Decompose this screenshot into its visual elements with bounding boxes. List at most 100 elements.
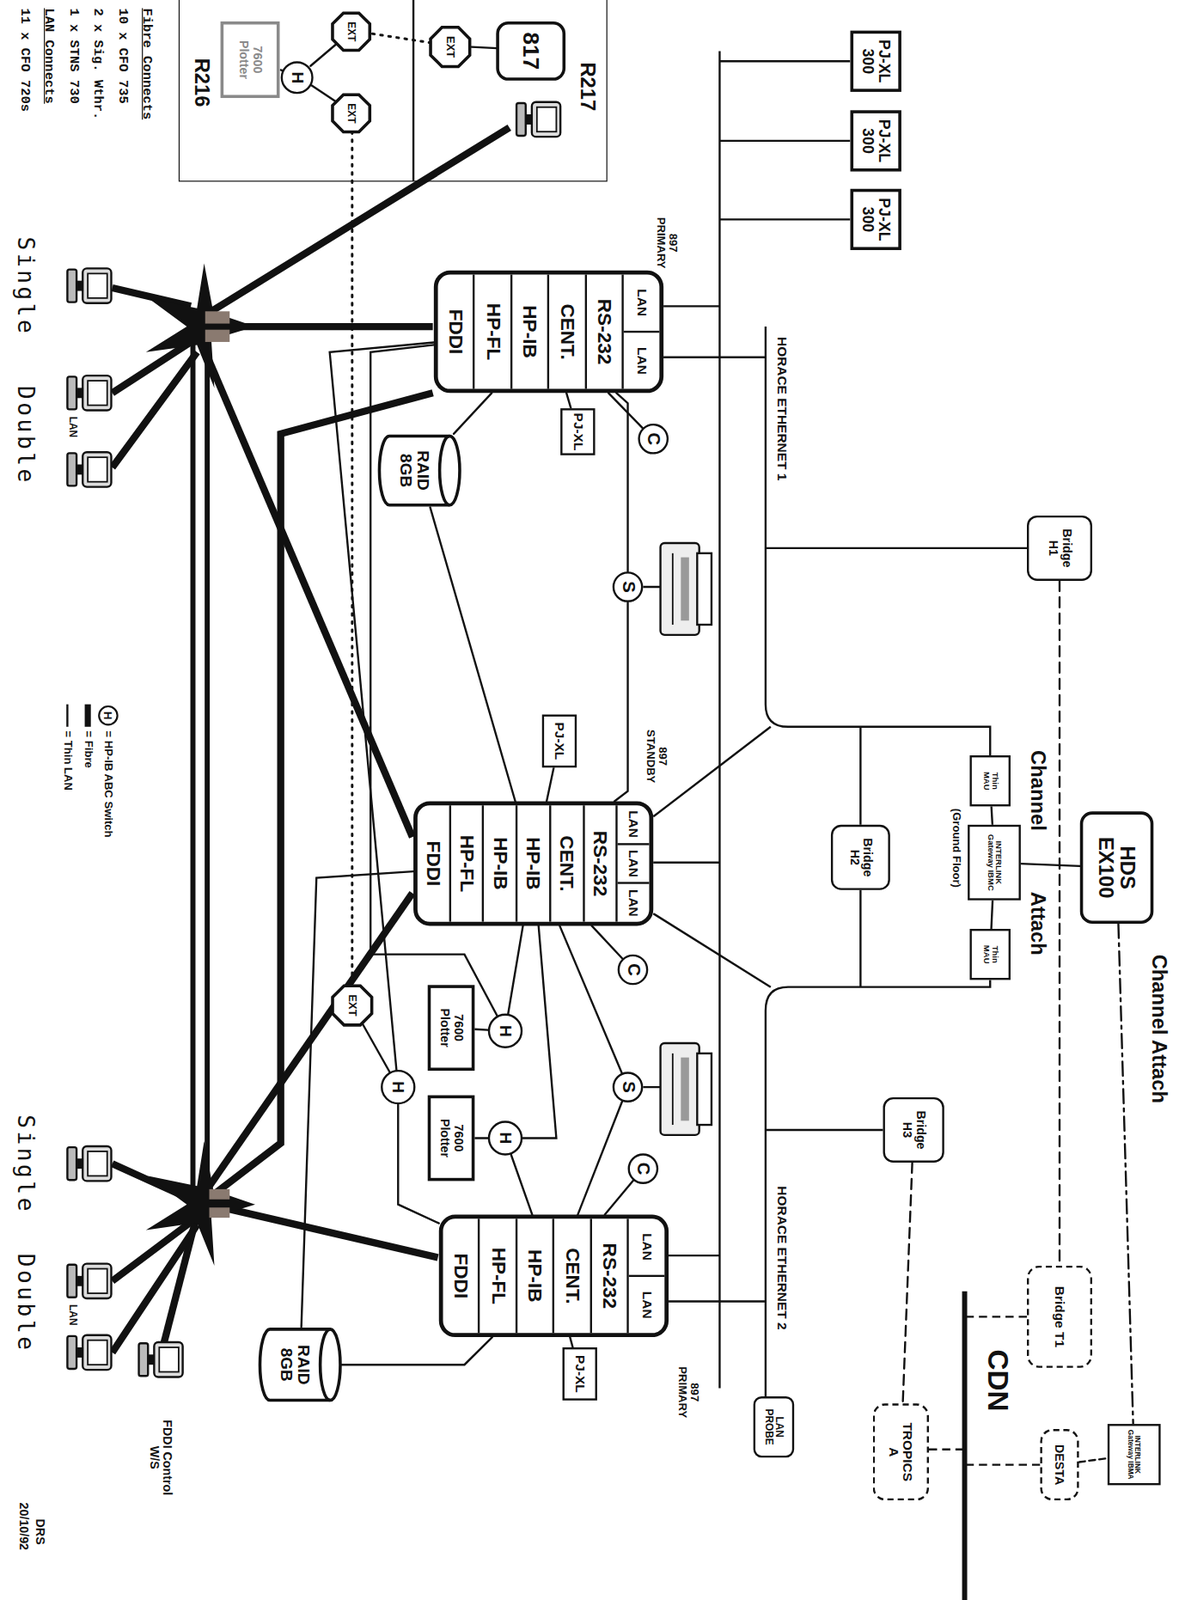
server-box: 897 PRIMARYLANLANRS-232CENT.HP-IBHP-FLFD… xyxy=(439,1215,669,1338)
fibre-hub xyxy=(146,1141,256,1266)
remote-box: TROPICS A xyxy=(873,1403,929,1501)
node-text: H xyxy=(496,1025,514,1038)
lan-port: LAN xyxy=(629,1275,665,1334)
node-text: RAID 8GB xyxy=(396,445,443,496)
equipment-icon xyxy=(67,375,111,410)
node-text: PJ-XL 300 xyxy=(859,33,892,89)
port-row: HP-IB xyxy=(484,805,519,922)
diagram-label: Channel Attach xyxy=(1148,954,1171,1104)
node-text: C xyxy=(623,963,642,977)
room-region: R2167600 PlotterHEXTEXT xyxy=(178,0,414,182)
device-box: Bridge H1 xyxy=(1026,515,1093,581)
connector-line xyxy=(1058,580,1061,1266)
connector-line xyxy=(608,392,643,428)
connector-line xyxy=(1079,1458,1108,1463)
plotter-box: 7600 Plotter xyxy=(220,21,281,98)
network-wire xyxy=(201,342,413,837)
network-wire xyxy=(207,392,434,1199)
network-wire xyxy=(209,1204,439,1259)
port-row: HP-IB xyxy=(512,274,550,390)
network-wire xyxy=(146,262,256,1265)
octagon-outline xyxy=(332,94,370,132)
node-text: PJ-XL xyxy=(573,1355,587,1393)
connector-line xyxy=(991,806,993,825)
network-wire xyxy=(653,726,771,988)
network-wire xyxy=(765,979,990,1397)
node-text: Thin MAU xyxy=(981,765,999,797)
diagram-label: FDDI Control W/S xyxy=(146,1413,174,1502)
connector-line xyxy=(511,1154,533,1215)
device-box: Thin MAU xyxy=(969,928,1011,980)
network-wire xyxy=(642,50,1040,1600)
remote-box: Bridge T1 xyxy=(1026,1265,1093,1369)
port-row: RS-232 xyxy=(586,274,624,390)
diagram-label: (Ground Floor) xyxy=(951,808,964,888)
device-box: Bridge H3 xyxy=(883,1097,945,1163)
connector-line xyxy=(342,1337,493,1365)
node-text: C xyxy=(634,1162,653,1176)
node-text: Bridge H2 xyxy=(847,831,874,883)
switch-circle: H xyxy=(488,1014,523,1049)
connector-line xyxy=(471,47,498,49)
room-name: R217 xyxy=(576,61,599,111)
connector-line xyxy=(371,33,431,43)
connector-line xyxy=(310,42,337,66)
node-text: S xyxy=(618,580,637,593)
ext-octagon: EXT xyxy=(331,984,373,1027)
diagram-label: Channel Attach xyxy=(1026,750,1050,956)
remote-box: DESTA xyxy=(1039,1429,1079,1501)
raid-cylinder: RAID 8GB xyxy=(378,433,462,508)
legend-text: = Fibre xyxy=(82,731,95,769)
ext-octagon: EXT xyxy=(429,26,471,68)
octagon-outline xyxy=(332,12,370,50)
node-text: C xyxy=(644,432,663,446)
device-box: PJ-XL xyxy=(542,714,577,769)
node-text: INTERLINK Gateway IBMC xyxy=(985,830,1003,896)
server-heading: 897 STANDBY xyxy=(645,723,671,789)
device-box: INTERLINK Gateway IBMC xyxy=(967,824,1021,901)
port-row: HP-FL xyxy=(451,805,485,922)
connector-line xyxy=(592,925,624,959)
node-text: LAN PROBE xyxy=(763,1403,785,1451)
node-text: 7600 Plotter xyxy=(438,1107,465,1169)
network-wire xyxy=(205,329,231,343)
node-text: PJ-XL xyxy=(570,413,585,452)
diagram-label: HORACE ETHERNET 2 xyxy=(774,1185,789,1330)
device-box: 7600 Plotter xyxy=(427,984,476,1071)
equipment-icon xyxy=(67,1264,111,1299)
lan-port: LAN xyxy=(623,274,660,331)
network-wire xyxy=(765,326,990,756)
diagram-label: 10 x CFO 735 xyxy=(115,8,130,104)
raid-cylinder: RAID 8GB xyxy=(258,1326,343,1403)
connector-line xyxy=(350,131,354,985)
network-wire xyxy=(205,311,231,1218)
node-text: HDS EX100 xyxy=(1095,831,1139,904)
port-row: CENT. xyxy=(549,274,587,390)
diagram-label: Single xyxy=(12,237,38,337)
connector-line xyxy=(616,392,628,572)
node-text: Bridge H1 xyxy=(1046,522,1073,574)
port-row: FDDI xyxy=(417,805,452,922)
diagram-label: 20/10/92 xyxy=(16,1502,31,1551)
node-text: PJ-XL 300 xyxy=(859,113,892,169)
lan-port: LAN xyxy=(617,805,649,844)
node-text: 7600 Plotter xyxy=(237,29,263,91)
octagon-outline xyxy=(332,985,373,1026)
device-box: PJ-XL 300 xyxy=(850,30,902,92)
port-row: HP-FL xyxy=(475,274,513,390)
connector-line xyxy=(614,602,628,802)
lan-row: LANLAN xyxy=(629,1218,665,1333)
device-box: PJ-XL xyxy=(560,408,595,456)
network-wire xyxy=(209,1189,231,1200)
cylinder-rim xyxy=(320,1329,331,1401)
device-box: PJ-XL 300 xyxy=(850,109,902,172)
network-wire xyxy=(962,1291,968,1600)
node-text: H xyxy=(496,1132,514,1145)
port-row: CENT. xyxy=(550,805,585,922)
equipment-icon xyxy=(67,1335,111,1370)
cylinder-outline xyxy=(378,435,460,505)
network-wire xyxy=(193,326,208,1205)
node-text: EXT xyxy=(346,994,359,1016)
equipment-icon xyxy=(660,543,712,636)
switch-sample xyxy=(98,706,117,725)
